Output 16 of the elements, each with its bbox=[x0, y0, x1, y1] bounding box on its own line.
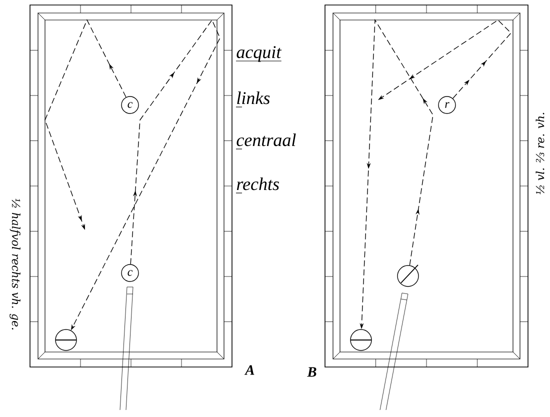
ball: r bbox=[438, 96, 456, 114]
pocket-label: rechts bbox=[236, 178, 279, 194]
ball bbox=[350, 329, 372, 351]
stroke-note: ½ halfvol rechts vh. ge. bbox=[10, 198, 20, 330]
pocket-label: acquit bbox=[236, 46, 282, 62]
ball: c bbox=[121, 96, 139, 114]
pocket-label: links bbox=[236, 92, 270, 108]
pocket-label: centraal bbox=[236, 134, 296, 150]
stroke-note: ½ vl. ⅔ re. vh. bbox=[536, 112, 544, 194]
ball bbox=[397, 264, 419, 287]
table-letter: B bbox=[307, 367, 316, 377]
ball bbox=[55, 329, 77, 351]
ball: c bbox=[121, 264, 139, 282]
billiard-table bbox=[30, 4, 232, 368]
table-letter: A bbox=[244, 365, 254, 375]
billiard-table bbox=[324, 4, 528, 368]
